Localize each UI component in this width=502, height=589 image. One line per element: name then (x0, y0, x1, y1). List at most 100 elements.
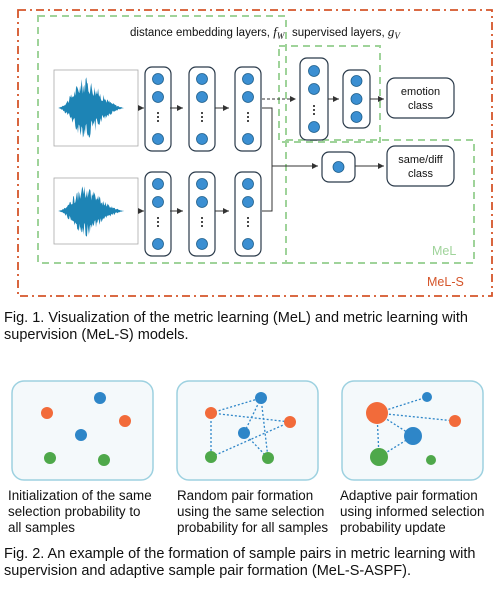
neuron (152, 73, 164, 85)
panel1-label-line1: Initialization of the same (8, 488, 152, 503)
ellipsis-dot (247, 120, 249, 122)
neuron (152, 196, 164, 208)
ellipsis-dot (201, 112, 203, 114)
ellipsis-dot (247, 221, 249, 223)
embedding-layer-bottom-3 (234, 171, 262, 257)
sample-blue (238, 427, 250, 439)
waveform-bottom (53, 177, 139, 245)
neuron (196, 238, 208, 250)
mel-frame (37, 15, 287, 264)
ellipsis-dot (157, 225, 159, 227)
ellipsis-dot (157, 221, 159, 223)
sample-orange (449, 415, 461, 427)
panel2-label-line1: Random pair formation (177, 488, 314, 503)
waveform-top (53, 69, 139, 147)
embedding-layer-top-1 (144, 66, 172, 152)
sample-green (262, 452, 274, 464)
ellipsis-dot (201, 116, 203, 118)
panel3-label-line1: Adaptive pair formation (340, 488, 478, 503)
ellipsis-dot (157, 120, 159, 122)
neuron (196, 73, 208, 85)
embedding-layer-bottom-1 (144, 171, 172, 257)
sample-green (98, 454, 110, 466)
neuron (152, 178, 164, 190)
sample-orange (41, 407, 53, 419)
supervised-layer-1 (299, 57, 329, 141)
neuron (196, 178, 208, 190)
neuron (242, 133, 254, 145)
neuron (242, 196, 254, 208)
embedding-layer-top-2 (188, 66, 216, 152)
sample-green-large (370, 448, 388, 466)
sample-blue (255, 392, 267, 404)
sample-orange (284, 416, 296, 428)
mels-label: MeL-S (427, 275, 464, 289)
figure2-caption: Fig. 2. An example of the formation of s… (4, 546, 476, 579)
embedding-layers-bottom (144, 171, 262, 257)
panel1-label-line3: all samples (8, 520, 75, 535)
supervised-frame (278, 45, 381, 143)
figure1-caption: Fig. 1. Visualization of the metric lear… (4, 310, 468, 343)
emotion-class-box: emotion class (386, 77, 455, 119)
mels-frame (17, 9, 493, 297)
panel2-label-line2: using the same selection (177, 504, 325, 519)
merge-lines (262, 107, 318, 212)
emotion-label-2: class (408, 100, 434, 112)
ellipsis-dot (247, 217, 249, 219)
panel3-label-line3: probability update (340, 520, 446, 535)
ellipsis-dot (157, 217, 159, 219)
sample-blue-large (404, 427, 422, 445)
embedding-layers-top (144, 66, 262, 152)
ellipsis-dot (157, 112, 159, 114)
ellipsis-dot (201, 217, 203, 219)
layer-arrows (170, 105, 229, 214)
ellipsis-dot (157, 116, 159, 118)
figure2-diagram (11, 380, 484, 481)
ellipsis-dot (247, 225, 249, 227)
neuron (242, 73, 254, 85)
neuron (152, 133, 164, 145)
sample-green (426, 455, 436, 465)
mel-label: MeL (432, 244, 456, 258)
ellipsis-dot (201, 120, 203, 122)
figure1-diagram: emotion class same/diff class distance e… (17, 9, 493, 297)
panel1-label-line2: selection probability to (8, 504, 141, 519)
panel-adaptive-pairs (341, 380, 484, 481)
sample-blue (94, 392, 106, 404)
panel-random-pairs (176, 380, 319, 481)
merge-node (321, 151, 356, 183)
ellipsis-dot (201, 221, 203, 223)
neuron (242, 178, 254, 190)
neuron (242, 91, 254, 103)
neuron (152, 91, 164, 103)
ellipsis-dot (247, 116, 249, 118)
sample-blue (422, 392, 432, 402)
samediff-class-box: same/diff class (386, 145, 455, 187)
emotion-label-1: emotion (401, 86, 440, 98)
panel1-label: Initialization of the same selection pro… (8, 488, 173, 536)
panel2-label-line3: probability for all samples (177, 520, 329, 535)
supervised-layers-label: supervised layers, gV (292, 24, 401, 41)
neuron (196, 196, 208, 208)
supervised-layer-2 (342, 69, 371, 129)
sample-orange (119, 415, 131, 427)
panel-initialization (11, 380, 154, 481)
sample-green (205, 451, 217, 463)
sample-orange-large (366, 402, 388, 424)
ellipsis-dot (201, 225, 203, 227)
neuron (196, 133, 208, 145)
neuron (152, 238, 164, 250)
sample-orange (205, 407, 217, 419)
neuron (242, 238, 254, 250)
sample-green (44, 452, 56, 464)
samediff-label-2: class (408, 168, 434, 180)
sample-blue (75, 429, 87, 441)
embedding-layers-label: distance embedding layers, fW (130, 24, 286, 41)
panel3-label-line2: using informed selection (340, 504, 485, 519)
panel3-label: Adaptive pair formation using informed s… (340, 488, 500, 536)
ellipsis-dot (247, 112, 249, 114)
embedding-layer-top-3 (234, 66, 262, 152)
panel2-label: Random pair formation using the same sel… (177, 488, 337, 536)
embedding-layer-bottom-2 (188, 171, 216, 257)
